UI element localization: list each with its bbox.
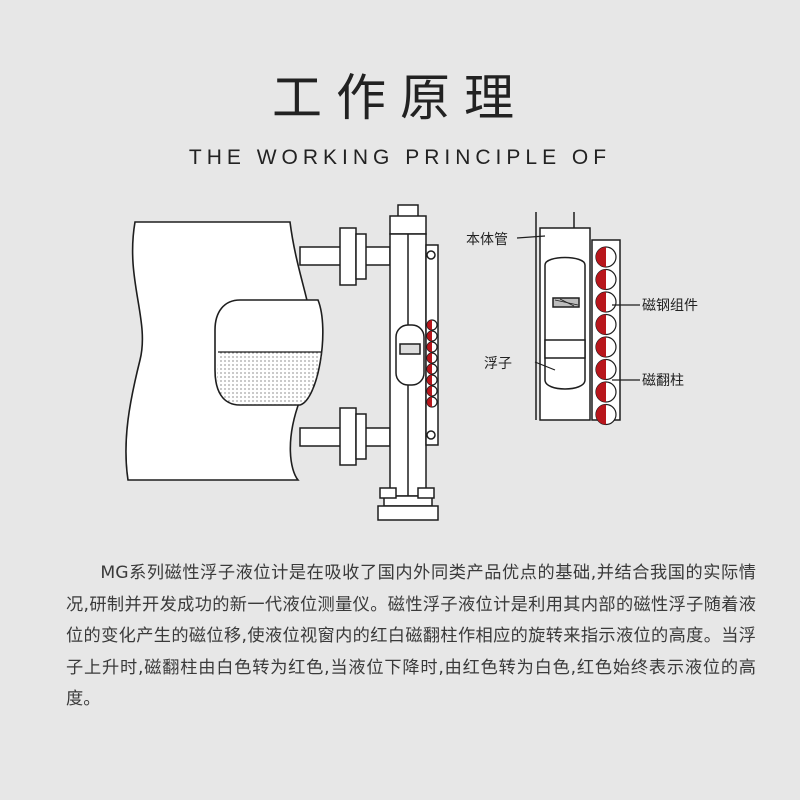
label-float: 浮子 <box>484 356 512 372</box>
detail-flip-disk <box>595 381 617 403</box>
gauge-flip-disk <box>426 319 438 331</box>
detail-flip-column <box>595 246 617 426</box>
connection-pipes <box>299 227 391 466</box>
detail-view <box>535 212 621 421</box>
description-text: MG系列磁性浮子液位计是在吸收了国内外同类产品优点的基础,并结合我国的实际情况,… <box>66 558 756 716</box>
detail-flip-disk <box>595 358 617 381</box>
gauge-flip-disk <box>426 341 438 353</box>
tank <box>125 221 324 481</box>
gauge-flip-disk <box>426 374 438 386</box>
label-magnetic-steel: 磁钢组件 <box>642 298 698 314</box>
detail-flip-disk <box>595 246 617 268</box>
detail-flip-disk <box>595 291 617 313</box>
label-body-tube: 本体管 <box>466 232 508 248</box>
label-flip-column: 磁翻柱 <box>642 373 684 389</box>
gauge-flip-disk <box>426 396 438 408</box>
detail-flip-disk <box>595 336 617 358</box>
leader-lines <box>516 235 640 381</box>
gauge-flip-disk <box>426 363 438 375</box>
gauge-flip-disk <box>426 352 438 364</box>
page-subtitle: THE WORKING PRINCIPLE OF <box>188 146 612 169</box>
gauge-flip-column <box>426 319 438 408</box>
working-principle-diagram: 本体管 磁钢组件 浮子 磁翻柱 <box>125 204 698 521</box>
gauge-flip-disk <box>426 385 438 397</box>
description-paragraph: MG系列磁性浮子液位计是在吸收了国内外同类产品优点的基础,并结合我国的实际情况,… <box>66 563 756 709</box>
detail-flip-disk <box>595 403 617 426</box>
gauge-flip-disk <box>426 330 438 342</box>
detail-flip-disk <box>595 313 617 336</box>
page-title: 工作原理 <box>272 69 528 127</box>
detail-flip-disk <box>595 268 617 291</box>
